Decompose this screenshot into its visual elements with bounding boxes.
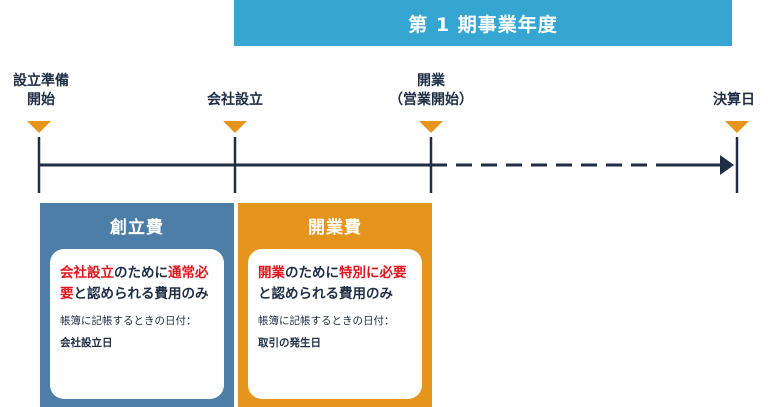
opening-cost-description: 開業のために特別に必要と認められる費用のみ [258,263,414,305]
milestone-preparation-line2: 開始 [27,92,55,108]
founding-cost-card: 会社設立のために通常必要と認められる費用のみ 帳簿に記帳するときの日付： 会社設… [50,249,224,399]
opening-cost-card: 開業のために特別に必要と認められる費用のみ 帳簿に記帳するときの日付： 取引の発… [248,249,422,399]
founding-cost-title: 創立費 [110,217,164,238]
opening-cost-highlight-1: 開業 [258,265,285,281]
milestone-opening-line2: （営業開始） [389,92,473,108]
founding-cost-highlight-2: 通常必要 [60,265,209,302]
founding-cost-text-2: と認められる費用のみ [73,286,209,302]
milestone-closing-line1: 決算日 [713,92,755,108]
founding-cost-text-1: のために [114,265,168,281]
milestone-label-closing: 決算日 [700,91,768,110]
milestone-preparation-line1: 設立準備 [13,73,69,89]
opening-cost-title: 開業費 [308,217,362,238]
milestone-incorporation-line1: 会社設立 [207,92,263,108]
founding-cost-highlight-1: 会社設立 [60,265,114,281]
milestone-label-incorporation: 会社設立 [195,91,275,110]
milestone-marker-incorporation [223,121,247,133]
timeline-arrowhead [720,155,734,175]
milestone-opening-line1: 開業 [417,73,445,89]
founding-cost-note: 帳簿に記帳するときの日付： [60,315,197,327]
opening-cost-highlight-2: 特別に必要 [339,265,407,281]
founding-cost-date: 会社設立日 [60,337,113,349]
opening-cost-text-1: のために [285,265,339,281]
milestone-label-opening: 開業 （営業開始） [381,72,481,110]
founding-cost-column: 創立費 会社設立のために通常必要と認められる費用のみ 帳簿に記帳するときの日付：… [40,203,234,407]
milestone-label-preparation: 設立準備 開始 [2,72,80,110]
founding-cost-description: 会社設立のために通常必要と認められる費用のみ [60,263,216,305]
fiscal-year-title: 第 1 期事業年度 [408,13,558,36]
milestone-marker-opening [419,121,443,133]
milestone-marker-closing [725,121,749,133]
opening-cost-note: 帳簿に記帳するときの日付： [258,315,395,327]
milestone-marker-preparation [27,121,51,133]
opening-cost-text-2: と認められる費用のみ [258,286,393,302]
opening-cost-column: 開業費 開業のために特別に必要と認められる費用のみ 帳簿に記帳するときの日付： … [238,203,432,407]
opening-cost-date: 取引の発生日 [258,337,321,349]
fiscal-year-banner: 第 1 期事業年度 [234,0,732,46]
